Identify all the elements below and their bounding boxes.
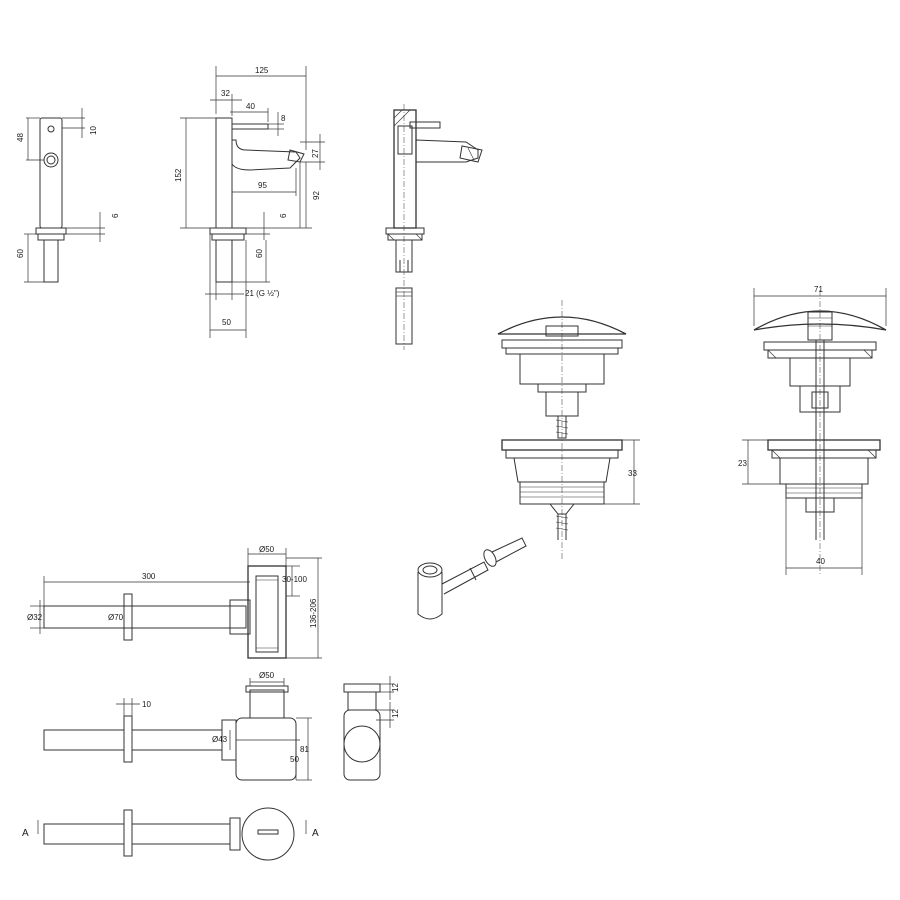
dim-6-label: 6: [111, 213, 120, 218]
drain-exploded-view: 33: [497, 300, 640, 560]
dim-d50-front-label: Ø50: [259, 671, 275, 680]
dim-thread-label: 21 (G ½"): [245, 289, 280, 298]
dim-152-label: 152: [174, 168, 183, 182]
section-a-right-label: A: [312, 828, 319, 839]
dim-d43-label: Ø43: [212, 735, 228, 744]
faucet-side-view: 125 32 40 8 27 152 95 92 6: [174, 66, 325, 338]
dim-12a-label: 12: [391, 683, 400, 692]
dim-125-label: 125: [255, 66, 269, 75]
dim-136-206-label: 136-206: [309, 598, 318, 628]
dim-300-label: 300: [142, 572, 156, 581]
dim-6-side-label: 6: [279, 213, 288, 218]
siphon-isometric-view: [417, 537, 527, 620]
section-a-left-label: A: [22, 828, 29, 839]
dim-10-label: 10: [89, 126, 98, 135]
dim-40-drain-label: 40: [816, 557, 825, 566]
dim-d50-top-label: Ø50: [259, 545, 275, 554]
siphon-bottom-view: A A: [22, 807, 319, 861]
dim-95-label: 95: [258, 181, 267, 190]
siphon-front-view: Ø50 10 Ø43 81 50: [43, 671, 312, 781]
drain-section-view: 71 23 40: [738, 285, 887, 575]
dim-60-side-label: 60: [255, 249, 264, 258]
siphon-top-view: Ø50 300 30-100 Ø32 Ø70 136-206: [27, 545, 322, 659]
dim-30-100-label: 30-100: [282, 575, 307, 584]
faucet-front-view: 48 10 6 60: [16, 108, 120, 283]
dim-33-label: 33: [628, 469, 637, 478]
faucet-section-view: [385, 104, 483, 350]
dim-71-label: 71: [814, 285, 823, 294]
dim-60-label: 60: [16, 249, 25, 258]
dim-12b-label: 12: [391, 709, 400, 718]
dim-10-front-label: 10: [142, 700, 151, 709]
dim-d70-label: Ø70: [108, 613, 124, 622]
dim-40-label: 40: [246, 102, 255, 111]
dim-50-front-label: 50: [290, 755, 299, 764]
dim-92-label: 92: [312, 191, 321, 200]
siphon-side-view: 12 12: [343, 676, 400, 781]
dim-48-label: 48: [16, 133, 25, 142]
dim-d32-label: Ø32: [27, 613, 43, 622]
dim-50-side-label: 50: [222, 318, 231, 327]
dim-8-label: 8: [281, 114, 286, 123]
dim-81-label: 81: [300, 745, 309, 754]
dim-23-label: 23: [738, 459, 747, 468]
dim-27-label: 27: [311, 149, 320, 158]
dim-32-label: 32: [221, 89, 230, 98]
